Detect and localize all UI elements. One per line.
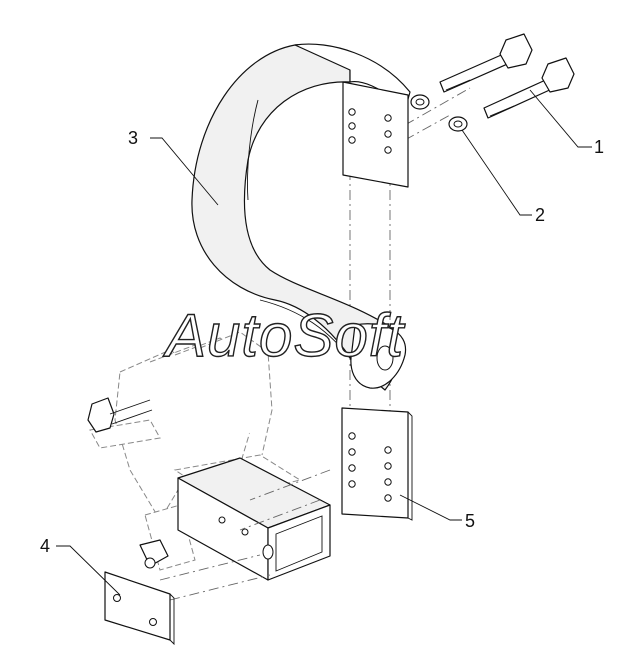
bracket-bolt bbox=[87, 397, 153, 433]
callout-5: 5 bbox=[465, 511, 475, 531]
plate-five bbox=[341, 407, 413, 521]
clamp-band bbox=[191, 43, 411, 391]
square-tube bbox=[177, 457, 331, 581]
callout-leaders bbox=[56, 89, 592, 596]
callout-1: 1 bbox=[594, 137, 604, 157]
callout-2: 2 bbox=[535, 205, 545, 225]
plate-four bbox=[104, 571, 175, 646]
callout-4: 4 bbox=[40, 536, 50, 556]
callout-3: 3 bbox=[128, 128, 138, 148]
bolts bbox=[439, 33, 575, 119]
watermark-text: AutoSoft bbox=[163, 302, 405, 369]
bracket-pin bbox=[139, 539, 169, 569]
washers bbox=[410, 94, 468, 132]
callout-labels: 1 2 3 4 5 bbox=[40, 128, 604, 556]
